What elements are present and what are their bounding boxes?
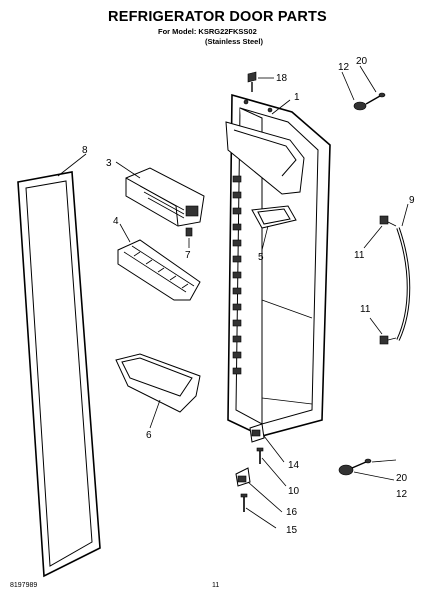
variant-line: (Stainless Steel) xyxy=(205,37,263,46)
door-liner xyxy=(225,93,331,437)
callout-8: 8 xyxy=(82,145,88,156)
callout-4: 4 xyxy=(113,216,119,227)
diagram-title: REFRIGERATOR DOOR PARTS xyxy=(108,9,327,25)
callout-5: 5 xyxy=(258,252,264,263)
callout-20-upper: 20 xyxy=(356,56,368,67)
callout-7: 7 xyxy=(185,250,191,261)
dairy-door-clip xyxy=(185,227,193,237)
callout-12-upper: 12 xyxy=(338,62,350,73)
callout-3: 3 xyxy=(106,158,112,169)
top-screw xyxy=(247,71,257,92)
callout-6: 6 xyxy=(146,430,152,441)
callout-18: 18 xyxy=(276,73,288,84)
handle-screw-upper xyxy=(379,215,397,227)
page-number: 11 xyxy=(212,582,220,589)
leader-lines xyxy=(57,65,409,529)
callout-12-lower: 12 xyxy=(396,489,408,500)
door-gasket xyxy=(17,171,101,578)
dairy-door xyxy=(125,167,205,227)
shelf-clips xyxy=(232,175,242,375)
callout-11-upper: 11 xyxy=(354,250,365,261)
door-bin xyxy=(115,353,201,413)
callout-11-lower: 11 xyxy=(360,304,371,315)
callout-15: 15 xyxy=(286,525,298,536)
upper-hinge-bushing xyxy=(353,92,386,111)
door-handle xyxy=(396,227,411,341)
handle-screw-lower xyxy=(379,335,397,345)
callout-20-lower: 20 xyxy=(396,473,408,484)
callout-14: 14 xyxy=(288,460,300,471)
bottom-bracket xyxy=(235,467,251,487)
egg-tray xyxy=(117,239,201,301)
callout-16: 16 xyxy=(286,507,298,518)
utility-tray xyxy=(251,205,297,229)
model-line: For Model: KSRG22FKSS02 xyxy=(158,27,257,36)
hinge-screw xyxy=(256,447,264,464)
door-stop-hinge xyxy=(249,423,265,443)
callout-9: 9 xyxy=(409,195,415,206)
lower-hinge-bushing xyxy=(338,458,372,476)
document-number: 8197989 xyxy=(10,582,38,589)
callout-10: 10 xyxy=(288,486,300,497)
bracket-screw xyxy=(240,493,248,512)
callout-1: 1 xyxy=(294,92,300,103)
